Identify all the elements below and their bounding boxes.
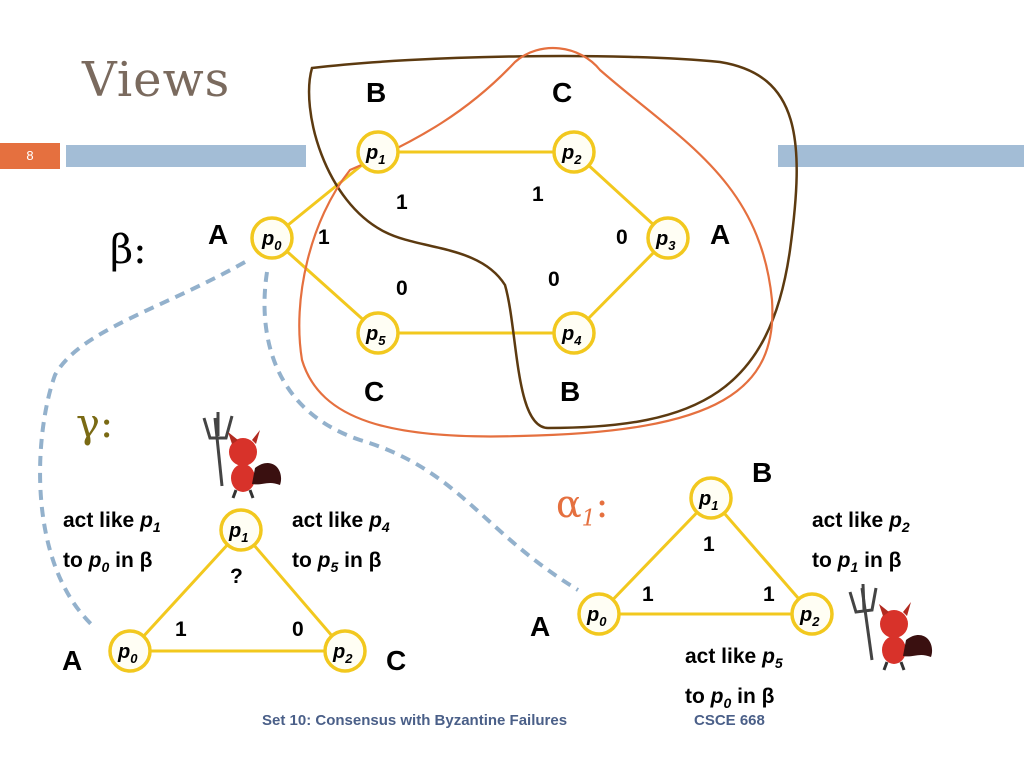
brown-region-outline xyxy=(307,54,798,430)
alpha-node-p2 xyxy=(790,592,834,636)
gamma-node-p1 xyxy=(219,508,263,552)
alpha-input-p1: 1 xyxy=(703,533,715,556)
beta-group-p4: B xyxy=(560,376,581,407)
beta-input-p4: 0 xyxy=(548,268,560,291)
edge-a-p1-p0 xyxy=(597,496,713,616)
beta-edges xyxy=(270,150,670,335)
dashed-connector-beta-alpha xyxy=(262,271,580,592)
beta-node-p1 xyxy=(356,130,400,174)
orange-region-outline xyxy=(298,46,774,438)
devil-icon-left xyxy=(202,412,282,499)
beta-group-p5: C xyxy=(364,376,385,407)
edge-g-p1-p0 xyxy=(128,528,243,653)
edge-g-p1-p2 xyxy=(239,529,347,652)
beta-node-p2 xyxy=(552,130,596,174)
gamma-unknown-label: ? xyxy=(230,565,243,588)
beta-group-p0: A xyxy=(208,219,229,250)
beta-group-p2: C xyxy=(552,77,573,108)
edge-a-p1-p2 xyxy=(709,497,814,615)
beta-label: β: xyxy=(110,227,147,273)
alpha-input-p0: 1 xyxy=(642,583,654,606)
alpha-node-p0 xyxy=(577,592,621,636)
beta-group-p1: B xyxy=(366,77,387,108)
alpha-group-p0: A xyxy=(530,611,551,642)
alpha-node-p1 xyxy=(689,476,733,520)
header-bar-left xyxy=(66,145,306,167)
slide-title: Views xyxy=(82,52,231,108)
beta-node-p3 xyxy=(646,216,690,260)
gamma-input-p2: 0 xyxy=(292,618,304,641)
gamma-input-p0: 1 xyxy=(175,618,187,641)
beta-node-p4 xyxy=(552,311,596,355)
alpha-edges xyxy=(597,496,814,616)
devil-icon-right xyxy=(848,583,933,671)
edge-p3-p4 xyxy=(572,236,670,335)
gamma-note-right: act like p4 to p5 in β xyxy=(292,509,390,576)
gamma-group-p0: A xyxy=(62,645,83,676)
gamma-note-left: act like p1 to p0 in β xyxy=(63,509,161,576)
beta-group-p3: A xyxy=(710,219,731,250)
beta-node-p5 xyxy=(356,311,400,355)
alpha-input-p2: 1 xyxy=(763,583,775,606)
footer-course-code: CSCE 668 xyxy=(694,712,765,729)
edge-p5-p0 xyxy=(270,236,380,335)
alpha-note-bottom: act like p5 to p0 in β xyxy=(685,645,783,712)
beta-input-p5: 0 xyxy=(396,277,408,300)
dashed-connector-beta-gamma xyxy=(38,260,246,627)
gamma-label: γ: xyxy=(76,401,114,447)
alpha-label: α1: xyxy=(556,482,609,532)
beta-input-p2: 1 xyxy=(532,183,544,206)
slide-number: 8 xyxy=(0,143,60,169)
gamma-node-p0 xyxy=(108,629,152,673)
alpha-group-p1: B xyxy=(752,457,773,488)
beta-input-p1: 1 xyxy=(396,191,408,214)
beta-input-p0: 1 xyxy=(318,226,330,249)
gamma-group-p2: C xyxy=(386,645,407,676)
beta-input-p3: 0 xyxy=(616,226,628,249)
header-bar-right xyxy=(778,145,1024,167)
gamma-edges xyxy=(128,528,347,653)
beta-node-p0 xyxy=(250,216,294,260)
gamma-node-p2 xyxy=(323,629,367,673)
alpha-note-top: act like p2 to p1 in β xyxy=(812,509,910,576)
footer-course-topic: Set 10: Consensus with Byzantine Failure… xyxy=(262,712,568,729)
